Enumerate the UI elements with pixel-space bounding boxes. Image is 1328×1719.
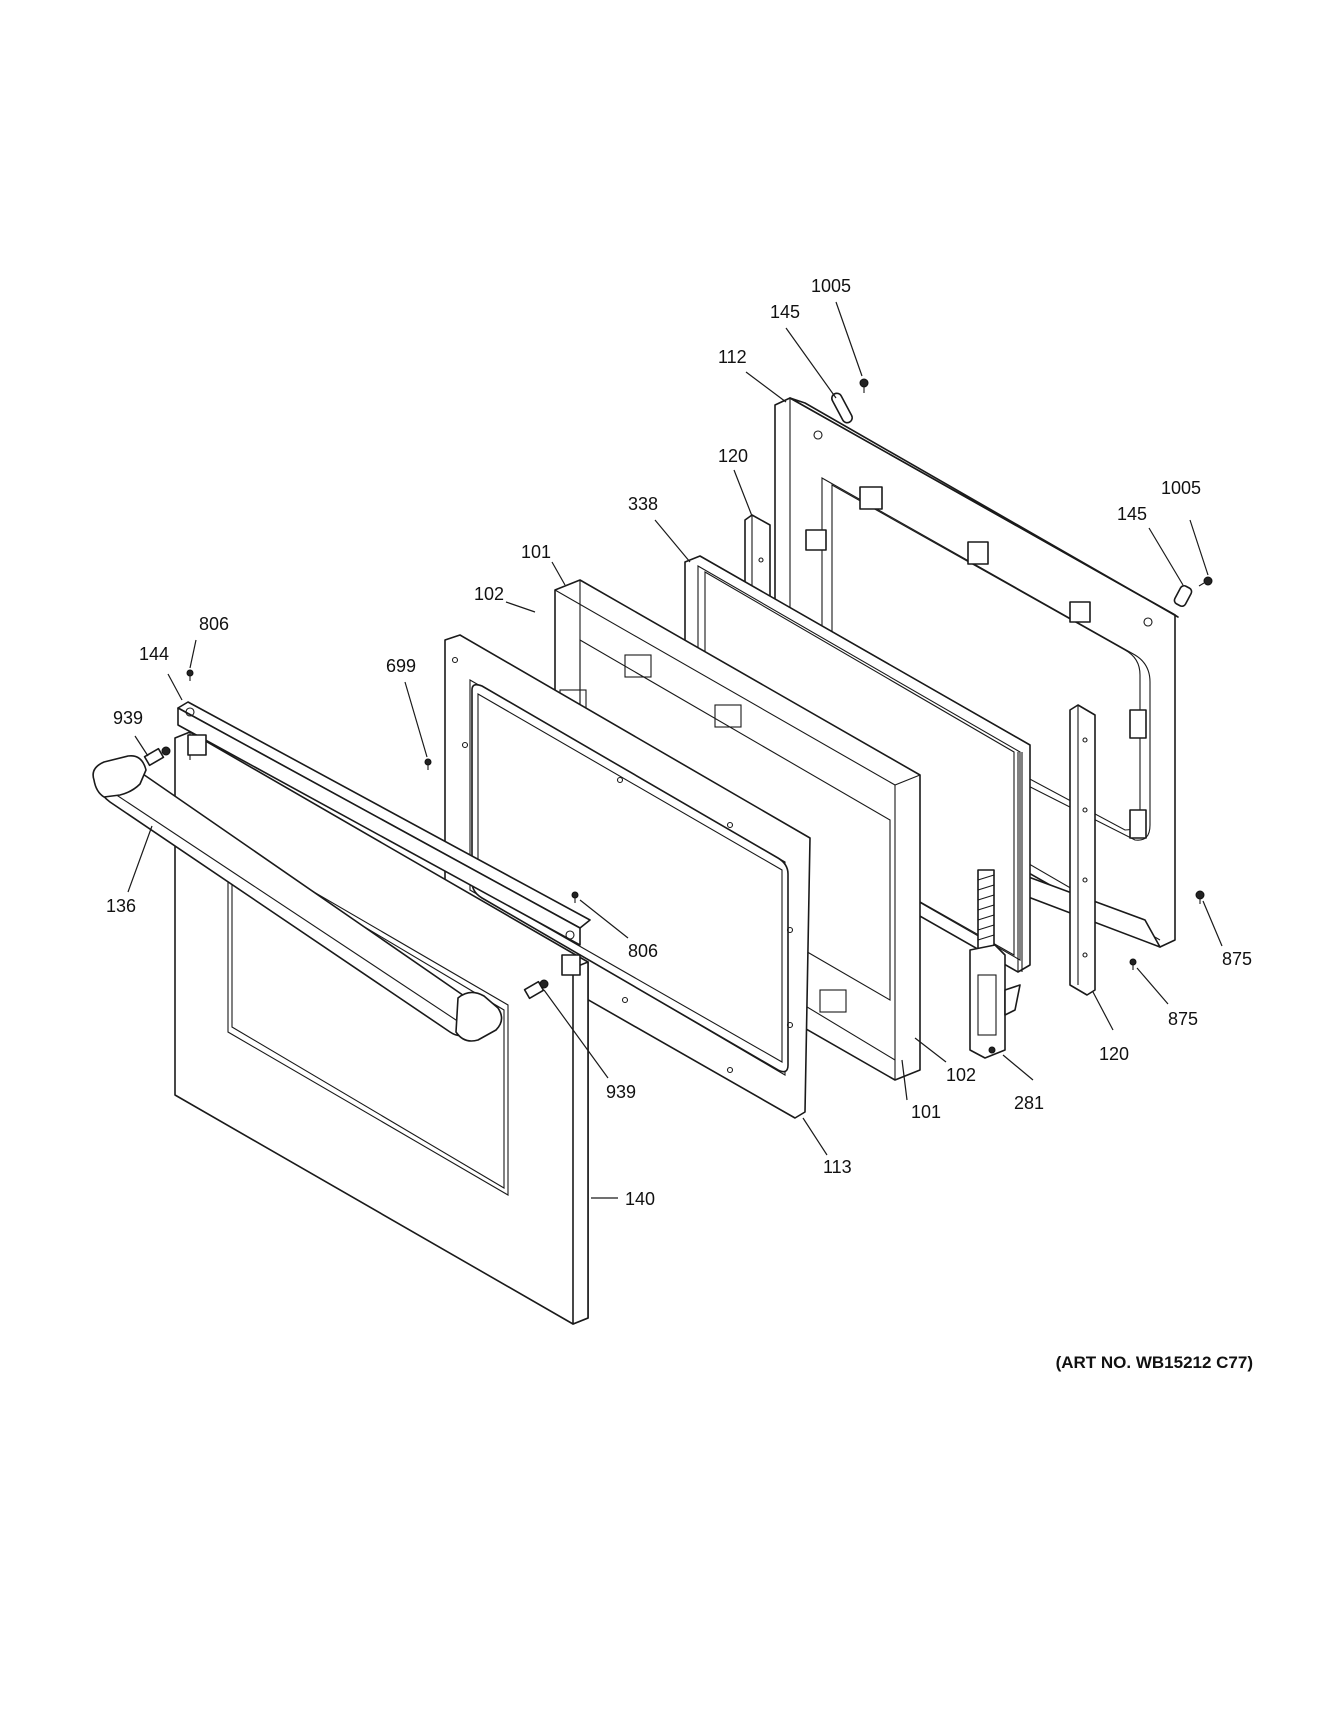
callout-labels: 1005 145 112 120 338 1005 145 101 102 80…: [106, 276, 1252, 1209]
screw-806-top-icon: [186, 669, 194, 681]
callout-1005-right: 1005: [1161, 478, 1201, 498]
callout-806-middle: 806: [628, 941, 658, 961]
leader-lines: [127, 301, 1223, 1199]
screw-806-middle-icon: [571, 891, 579, 903]
callout-281: 281: [1014, 1093, 1044, 1113]
callout-112: 112: [718, 347, 747, 367]
callout-338: 338: [628, 494, 658, 514]
hinge-pin-145-top-icon: [831, 392, 853, 424]
callout-102-bottom: 102: [946, 1065, 976, 1085]
fasteners: [143, 378, 1213, 1000]
screw-1005-right-icon: [1198, 576, 1213, 587]
callout-145-right: 145: [1117, 504, 1147, 524]
callout-145-top: 145: [770, 302, 800, 322]
callout-120-right: 120: [1099, 1044, 1129, 1064]
callout-939-left: 939: [113, 708, 143, 728]
callout-1005-top: 1005: [811, 276, 851, 296]
callout-101-bottom: 101: [911, 1102, 941, 1122]
hinge-pin-145-right-icon: [1173, 584, 1193, 608]
callout-120-left: 120: [718, 446, 748, 466]
part-144-top-trim: [177, 701, 591, 946]
callout-113: 113: [823, 1157, 852, 1177]
screw-875-upper-icon: [1195, 890, 1205, 904]
callout-144: 144: [139, 644, 169, 664]
callout-699: 699: [386, 656, 416, 676]
callout-101-top: 101: [521, 542, 551, 562]
screw-875-lower-icon: [1129, 958, 1137, 970]
callout-939-right: 939: [606, 1082, 636, 1102]
callout-875-lower: 875: [1168, 1009, 1198, 1029]
screw-1005-top-icon: [859, 378, 869, 393]
callout-102-top: 102: [474, 584, 504, 604]
callout-140: 140: [625, 1189, 655, 1209]
stud-939-right-icon: [523, 979, 549, 1000]
callout-136: 136: [106, 896, 136, 916]
part-136-handle: [92, 754, 503, 1042]
part-120-right-channel: [1069, 704, 1096, 996]
part-281-hinge: [969, 869, 1021, 1059]
callout-875-upper: 875: [1222, 949, 1252, 969]
callout-806-top: 806: [199, 614, 229, 634]
screw-699-icon: [424, 758, 432, 770]
art-number-caption: (ART NO. WB15212 C77): [1056, 1353, 1253, 1372]
stud-939-left-icon: [143, 746, 171, 767]
